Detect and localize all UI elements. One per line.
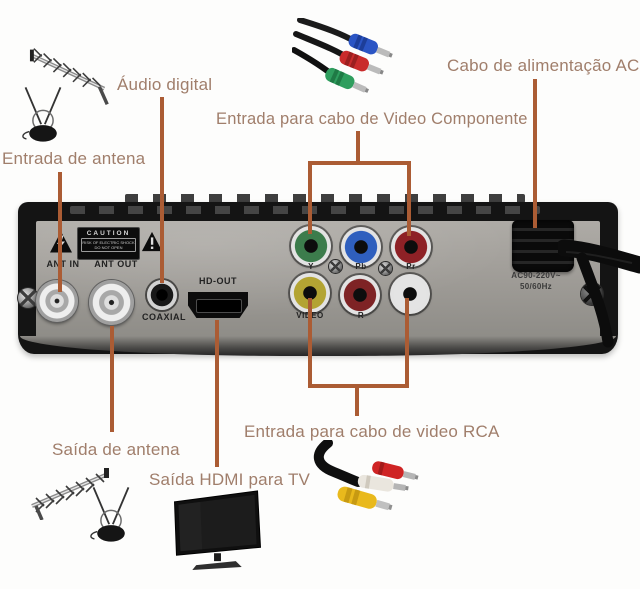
leader-rca-right	[405, 298, 409, 388]
caution-line1: RISK OF ELECTRIC SHOCK	[82, 240, 135, 245]
av-jack-r	[340, 275, 380, 315]
ant-in-connector	[36, 280, 78, 322]
outdoor-antenna-icon	[29, 48, 109, 106]
leader-hdmi-out	[215, 320, 219, 467]
component-cable-icon	[292, 18, 393, 93]
label-video-componente: Entrada para cabo de Video Componente	[216, 110, 528, 128]
leader-component-stem	[356, 131, 360, 164]
outdoor-antenna-icon	[31, 468, 109, 520]
component-jack-pr	[391, 227, 431, 267]
caution-title: CAUTION	[86, 230, 131, 237]
hdmi-port	[188, 292, 248, 318]
label-entrada-antena: Entrada de antena	[2, 149, 146, 168]
power-rating-text: AC90-220V~ 50/60Hz	[504, 270, 568, 292]
leader-antenna-in	[58, 172, 62, 292]
power-rating-line1: AC90-220V~	[511, 271, 561, 280]
leader-component-right	[407, 161, 411, 236]
left-screw	[18, 288, 38, 308]
power-rating-line2: 50/60Hz	[520, 282, 552, 291]
ant-out-connector	[89, 280, 134, 325]
jack-label-pb: Pb	[355, 262, 367, 271]
power-cable	[558, 239, 640, 348]
hd-out-label: HD-OUT	[199, 276, 237, 286]
leader-antenna-out	[110, 326, 114, 432]
leader-component-left	[308, 161, 312, 234]
warning-exclamation-icon	[141, 231, 163, 252]
label-saida-hdmi: Saída HDMI para TV	[149, 470, 311, 489]
top-vents	[125, 194, 525, 203]
label-saida-antena: Saída de antena	[52, 440, 180, 459]
leader-component-bracket	[308, 161, 411, 165]
label-cabo-ac: Cabo de alimentação AC	[447, 56, 640, 75]
tv-icon	[174, 490, 262, 571]
leader-audio-digital	[160, 97, 164, 283]
leader-rca-stem	[355, 384, 359, 416]
panel-screw-1	[329, 260, 342, 273]
jack-label-y: Y	[308, 262, 314, 271]
indoor-antenna-icon	[90, 487, 130, 542]
ant-in-label: ANT IN	[46, 259, 80, 269]
leader-ac-power	[533, 79, 537, 228]
coaxial-label: COAXIAL	[142, 312, 186, 322]
label-video-rca: Entrada para cabo de video RCA	[244, 422, 500, 441]
caution-line2: DO NOT OPEN	[94, 245, 123, 250]
leader-rca-left	[308, 298, 312, 388]
coaxial-jack	[147, 280, 177, 310]
jack-label-r: R	[357, 311, 365, 320]
indoor-antenna-icon	[22, 87, 62, 142]
caution-sticker: CAUTION RISK OF ELECTRIC SHOCK DO NOT OP…	[77, 227, 140, 260]
jack-label-pr: Pr	[406, 262, 416, 271]
component-jack-pb	[341, 227, 381, 267]
rca-cable-icon	[314, 440, 419, 511]
panel-screw-2	[379, 262, 392, 275]
av-jack-l	[390, 274, 430, 314]
panel-bottom-edge	[20, 336, 616, 356]
hdmi-slot	[196, 299, 242, 313]
vent-strip	[70, 206, 540, 214]
label-audio-digital: Áudio digital	[117, 75, 213, 94]
ant-out-label: ANT OUT	[94, 259, 138, 269]
